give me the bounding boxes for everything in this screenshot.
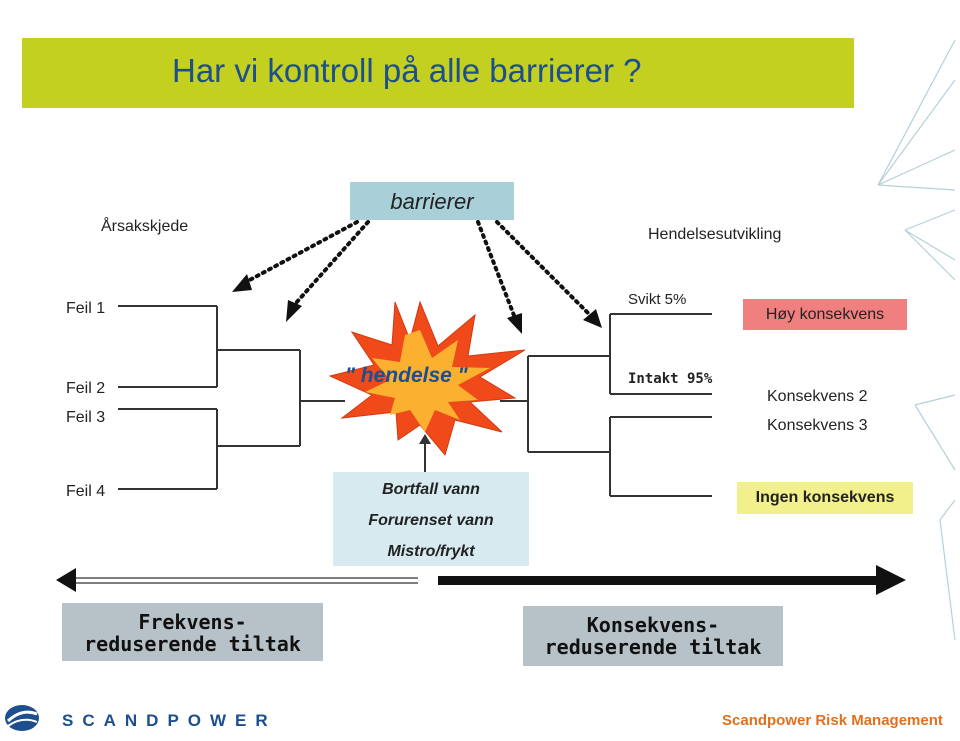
cause-chain-label: Årsakskjede	[101, 218, 189, 235]
intact-rate-label: Intakt 95%	[628, 371, 713, 387]
dotted-arrow-icon	[294, 220, 370, 305]
consequence-2-label: Konsekvens 2	[767, 388, 868, 405]
fault-label-1: Feil 1	[66, 300, 106, 317]
page-title: Har vi kontroll på alle barrierer ?	[172, 52, 642, 89]
consequence-measures-box	[523, 606, 783, 666]
frequency-measures-label: Frekvens- reduserende tiltak	[62, 611, 323, 655]
title-bar	[22, 38, 854, 108]
consequence-list-box	[333, 472, 529, 566]
dotted-arrow-icon	[495, 220, 592, 317]
barrier-label: barrierer	[390, 189, 474, 214]
no-consequence-label: Ingen konsekvens	[755, 489, 895, 506]
consequence-item: Forurenset vann	[368, 512, 494, 529]
failure-rate-label: Svikt 5%	[628, 291, 687, 308]
frequency-measures-line2: reduserende tiltak	[84, 632, 301, 656]
consequence-3-label: Konsekvens 3	[767, 417, 868, 434]
fault-label-4: Feil 4	[66, 483, 106, 500]
high-consequence-box	[743, 299, 907, 330]
company-tagline: Scandpower Risk Management	[722, 712, 943, 729]
fault-label-2: Feil 2	[66, 380, 106, 397]
fault-label-3: Feil 3	[66, 409, 106, 426]
explosion-burst-icon	[328, 300, 526, 457]
frequency-measures-box	[62, 603, 323, 661]
timeline-arrow	[56, 565, 906, 595]
scandpower-logo-icon	[5, 705, 39, 731]
consequence-item: Bortfall vann	[382, 481, 480, 498]
barrier-box	[350, 182, 514, 220]
consequence-measures-label: Konsekvens- reduserende tiltak	[523, 614, 783, 658]
consequence-item: Mistro/frykt	[387, 543, 475, 560]
event-label: " hendelse "	[345, 364, 468, 387]
frequency-measures-line1: Frekvens-	[138, 610, 247, 634]
event-development-label: Hendelsesutvikling	[648, 226, 782, 243]
consequence-measures-line1: Konsekvens-	[586, 613, 720, 637]
dotted-arrow-icon	[244, 220, 359, 284]
high-consequence-label: Høy konsekvens	[765, 306, 885, 323]
company-wordmark: SCANDPOWER	[62, 711, 277, 730]
arrow-up-icon	[419, 434, 431, 444]
dotted-arrow-icon	[476, 220, 517, 320]
consequence-measures-line2: reduserende tiltak	[544, 635, 762, 659]
no-consequence-box	[737, 482, 913, 514]
